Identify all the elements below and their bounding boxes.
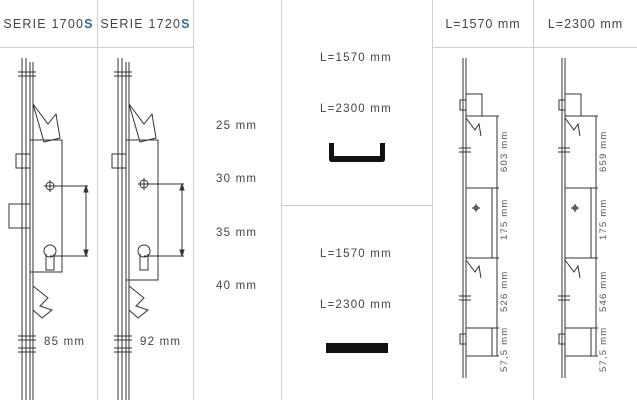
header-length-2300: L=2300 mm (534, 0, 637, 48)
serie-1700-label: SERIE 1700 (3, 16, 85, 31)
column-profiles: L=1570 mm L=2300 mm L=1570 mm L=2300 mm (282, 0, 433, 400)
length-1570-label: L=1570 mm (445, 16, 521, 31)
depth-40: 40 mm (216, 280, 258, 292)
backset-1720: 92 mm (140, 336, 182, 348)
dim-2300-lower: 546 mm (598, 270, 609, 312)
column-length-2300: L=2300 mm 659 mm 175 mm 546 mm 57,5 mm (534, 0, 637, 400)
depth-30: 30 mm (216, 173, 258, 185)
serie-1720-suffix: S (181, 16, 191, 31)
serie-1720-label: SERIE 1720 (100, 16, 182, 31)
serie-1700-suffix: S (84, 16, 94, 31)
column-depths: 25 mm 30 mm 35 mm 40 mm (194, 0, 282, 400)
length-2300-label: L=2300 mm (547, 16, 624, 31)
profile-lower-length-a: L=1570 mm (320, 248, 392, 260)
profile-lower-length-b: L=2300 mm (320, 299, 392, 311)
dim-1570-mid: 175 mm (499, 198, 510, 240)
profile-lower: L=1570 mm L=2300 mm (282, 206, 433, 400)
column-length-1570: L=1570 mm 603 mm 175 mm 526 mm 57,5 mm (433, 0, 534, 400)
dim-2300-top: 659 mm (598, 130, 609, 172)
profile-upper: L=1570 mm L=2300 mm (282, 0, 433, 206)
profile-upper-length-b: L=2300 mm (320, 103, 392, 115)
lock-drawing-1700 (8, 58, 89, 400)
depth-25: 25 mm (216, 120, 258, 132)
profile-upper-length-a: L=1570 mm (320, 52, 392, 64)
header-length-1570: L=1570 mm (433, 0, 533, 48)
backset-1700: 85 mm (44, 336, 86, 348)
depth-35: 35 mm (216, 227, 258, 239)
multipoint-drawing-2300 (558, 58, 598, 378)
u-channel-profile-icon (329, 143, 385, 162)
dim-1570-bottom: 57,5 mm (499, 326, 510, 372)
dim-2300-bottom: 57,5 mm (598, 326, 609, 372)
flat-bar-profile-icon (326, 343, 388, 353)
dim-1570-lower: 526 mm (499, 270, 510, 312)
multipoint-drawing-1570 (459, 58, 499, 378)
dim-1570-top: 603 mm (499, 130, 510, 172)
lock-drawing-1720 (111, 58, 185, 400)
dim-2300-mid: 175 mm (598, 198, 609, 240)
